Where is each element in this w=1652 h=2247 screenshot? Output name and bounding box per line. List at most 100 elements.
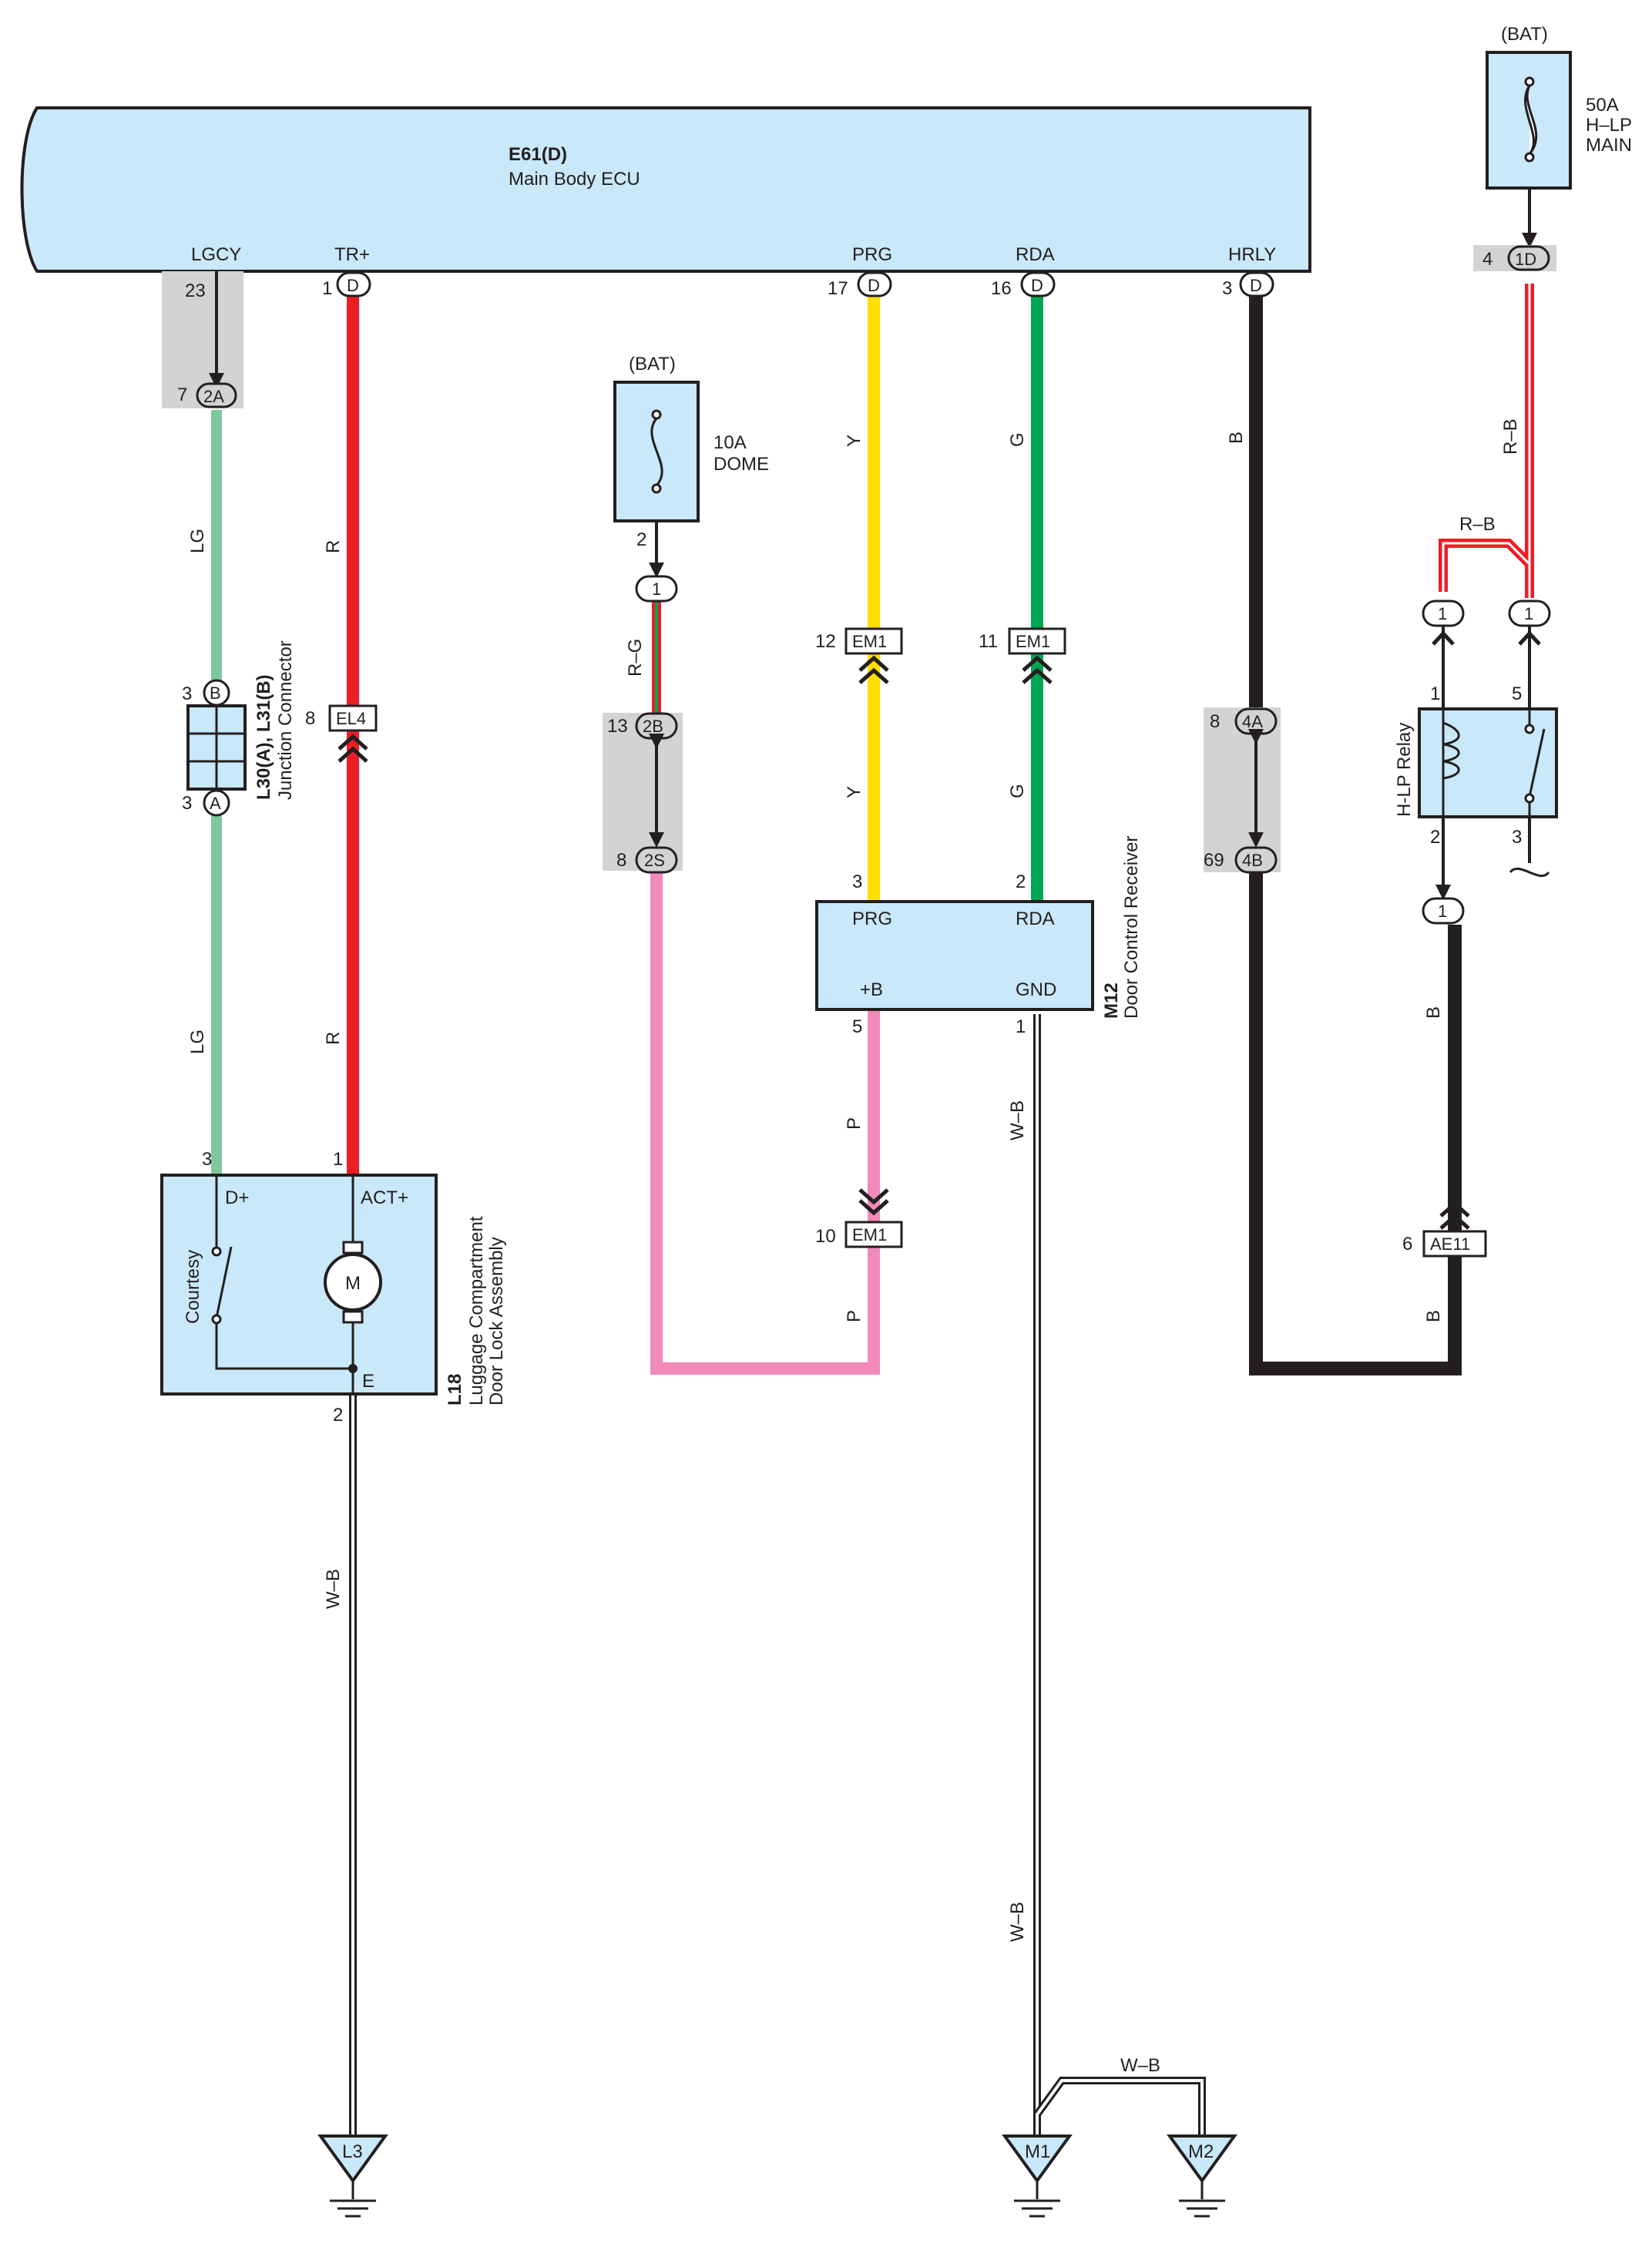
- lgcy-j-conn: 2A: [203, 387, 224, 406]
- m12-door-control-receiver: 3 2 PRG RDA +B GND 5 1 M12 Door Control …: [815, 836, 1142, 1037]
- j2b-num: 13: [607, 716, 628, 737]
- junction-2b-2s: 13 2B 8 2S: [603, 712, 683, 874]
- relay-conn-2: 1: [1524, 604, 1533, 623]
- j2b-conn: 2B: [643, 717, 663, 736]
- wire-label-b-3: B: [1423, 1310, 1444, 1322]
- relay-pin5: 5: [1512, 684, 1522, 704]
- wire-label-wb-3: W–B: [1007, 1902, 1028, 1942]
- jconn-a-num: 3: [182, 793, 192, 814]
- wire-b: [1249, 296, 1462, 1375]
- l18-pin1: 1: [333, 1149, 343, 1170]
- ae11-num: 6: [1402, 1234, 1412, 1254]
- ae11-conn: AE11: [1430, 1234, 1470, 1254]
- wire-label-p-1: P: [844, 1117, 865, 1130]
- wire-label-g-1: G: [1007, 432, 1028, 447]
- l18-pin2: 2: [333, 1405, 343, 1426]
- main-num: 4: [1482, 249, 1493, 270]
- wire-label-rg: R–G: [625, 639, 646, 677]
- pin-hrly-name: HRLY: [1228, 244, 1276, 265]
- dome-pin: 2: [636, 529, 646, 550]
- em1-rda-conn: EM1: [1016, 632, 1050, 651]
- l18-name2: Door Lock Assembly: [486, 1237, 507, 1406]
- m12-gnd: GND: [1016, 979, 1056, 1000]
- hlp-relay: 1 1 1 5 H-LP Relay 2 3 1: [1394, 600, 1558, 925]
- lgcy-pin-num: 23: [185, 280, 206, 301]
- main-name2: MAIN: [1586, 135, 1632, 156]
- relay-pin3: 3: [1512, 827, 1522, 848]
- main-body-ecu: E61(D) Main Body ECU LGCY TR+ PRG RDA HR…: [20, 106, 1311, 273]
- motor-icon: [324, 1253, 382, 1312]
- ground-m1-label: M1: [1025, 2141, 1050, 2162]
- ecu-pin-connectors: 1 D 17 D 16 D 3 D: [322, 271, 1274, 299]
- j4a-conn: 4A: [1242, 712, 1263, 731]
- pin-prg-name: PRG: [852, 244, 892, 265]
- main-name1: H–LP: [1586, 115, 1632, 136]
- wire-label-y-2: Y: [844, 786, 865, 798]
- dome-bat-label: (BAT): [629, 354, 676, 374]
- pin-prg-connector: 17 D: [828, 271, 892, 299]
- j2s-conn: 2S: [644, 851, 665, 870]
- j4b-conn: 4B: [1242, 851, 1263, 870]
- m12-pb: +B: [860, 979, 883, 1000]
- el4-conn: EL4: [336, 709, 366, 728]
- wire-label-wb-2: W–B: [1007, 1100, 1028, 1140]
- connector-em1-rda: 11 EM1: [979, 627, 1066, 684]
- j4a-num: 8: [1210, 711, 1220, 732]
- pin-rda-conn: D: [1031, 276, 1043, 295]
- junction-connector: 3 B A 3 L30(A), L31(B) Junction Connecto…: [182, 640, 296, 817]
- wire-break-icon: [1509, 867, 1550, 878]
- fuse-icon: [650, 418, 663, 487]
- pin-hrly-connector: 3 D: [1222, 271, 1274, 299]
- jconn-title: L30(A), L31(B): [254, 674, 274, 800]
- fuse-icon: [1524, 85, 1538, 155]
- pin-hrly-conn: D: [1250, 276, 1262, 295]
- jconn-b-label: B: [210, 684, 221, 703]
- em1-prg-num: 12: [815, 631, 836, 652]
- m12-prg: PRG: [852, 909, 892, 929]
- pin-trp-connector: 1 D: [322, 271, 371, 299]
- pin-trp-num: 1: [322, 278, 332, 299]
- el4-num: 8: [305, 708, 315, 729]
- wire-label-p-2: P: [844, 1310, 865, 1322]
- l18-door-lock-assembly: 3 1 D+ ACT+ Courtesy M E 2 L18 Luggage C…: [160, 1149, 507, 1426]
- m12-pin3: 3: [852, 872, 862, 892]
- main-bat-label: (BAT): [1501, 24, 1548, 45]
- m12-pin1: 1: [1016, 1016, 1026, 1037]
- l18-name1: Luggage Compartment: [466, 1216, 487, 1406]
- ground-m2-label: M2: [1188, 2141, 1214, 2162]
- pin-lgcy-name: LGCY: [191, 244, 241, 265]
- wire-label-b-2: B: [1423, 1006, 1444, 1019]
- wire-p: [650, 868, 880, 1375]
- l18-actplus: ACT+: [361, 1187, 408, 1208]
- pin-trp-name: TR+: [334, 244, 370, 265]
- jconn-b-num: 3: [182, 684, 192, 704]
- ground-m2: M2: [1167, 2134, 1237, 2218]
- pin-hrly-num: 3: [1222, 278, 1232, 299]
- em1-prg-conn: EM1: [852, 632, 887, 651]
- ecu-name: Main Body ECU: [509, 169, 640, 190]
- dome-name: DOME: [714, 454, 769, 475]
- wire-label-rb-1: R–B: [1500, 418, 1521, 455]
- pin-rda-num: 16: [991, 278, 1012, 299]
- l18-e-label: E: [362, 1371, 374, 1392]
- connector-el4: 8 EL4: [305, 704, 378, 763]
- pin-prg-num: 17: [828, 278, 848, 299]
- jconn-name: Junction Connector: [275, 640, 296, 800]
- em1-rda-num: 11: [979, 631, 998, 652]
- wire-label-lg-1: LG: [187, 529, 208, 553]
- l18-motor-label: M: [345, 1273, 361, 1294]
- l18-pin3: 3: [202, 1149, 212, 1170]
- main-amp: 50A: [1586, 95, 1619, 116]
- j2s-num: 8: [616, 850, 626, 871]
- l18-id: L18: [445, 1374, 465, 1406]
- connector-em1-prg: 12 EM1: [815, 627, 903, 684]
- lgcy-j-num: 7: [177, 385, 187, 405]
- ground-l3-label: L3: [342, 2141, 363, 2162]
- lgcy-junction: 23 7 2A: [162, 271, 243, 408]
- m12-name: Door Control Receiver: [1121, 836, 1142, 1019]
- junction-4a-4b: 8 4A 69 4B: [1204, 707, 1281, 874]
- connector-ae11: 6 AE11: [1402, 1201, 1487, 1258]
- pin-prg-conn: D: [868, 276, 880, 295]
- ground-m1: M1: [1002, 2134, 1073, 2218]
- m12-pin5: 5: [852, 1016, 862, 1037]
